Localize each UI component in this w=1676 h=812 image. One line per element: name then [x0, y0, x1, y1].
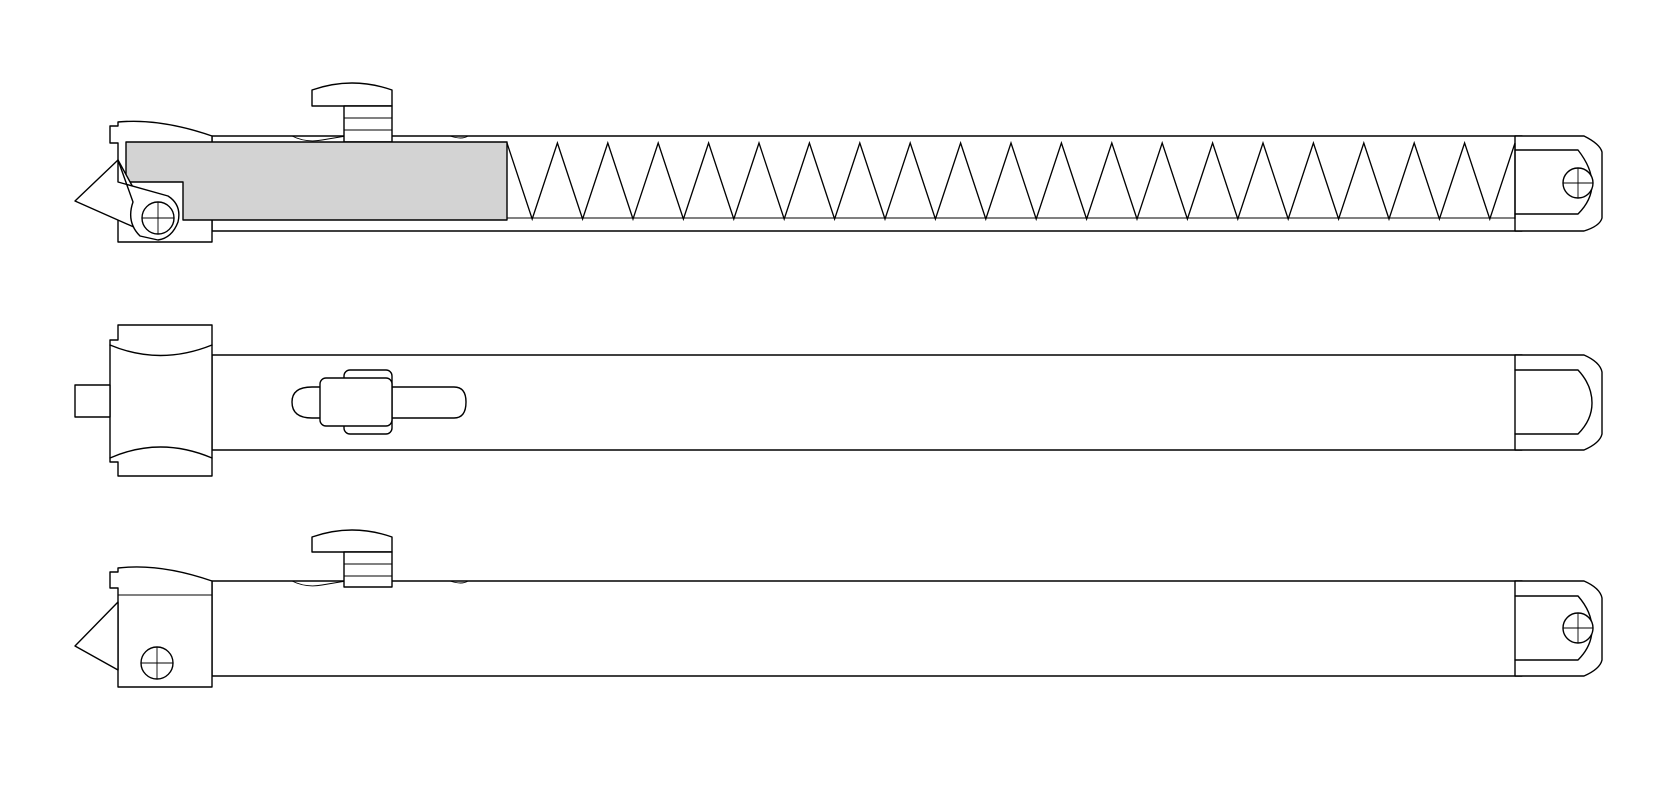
pivot-screw-icon	[141, 201, 175, 235]
slider-recess-side	[291, 580, 469, 587]
slider-grip-inner	[319, 377, 393, 427]
compression-spring	[506, 140, 1516, 222]
front-screw-icon	[140, 646, 174, 680]
end-cap-top	[1514, 354, 1603, 451]
front-block-side	[109, 566, 213, 688]
end-cap-side	[1514, 580, 1603, 677]
end-cap-screw-icon	[1562, 167, 1594, 199]
slider-recess	[291, 135, 469, 142]
blade-carrier	[125, 141, 508, 221]
front-block-top-concave	[109, 344, 213, 459]
front-block-top	[109, 324, 213, 477]
section-side-view	[74, 82, 1603, 243]
tube-body-side	[211, 580, 1523, 677]
blade-tip-side	[74, 601, 119, 671]
end-cap-side-screw-icon	[1562, 612, 1594, 644]
top-view	[74, 324, 1603, 477]
end-cap-top-inner	[1514, 369, 1593, 435]
nose-stub	[74, 384, 111, 418]
end-cap	[1514, 135, 1603, 232]
thumb-slider	[311, 82, 393, 143]
exterior-side-view	[74, 529, 1603, 688]
thumb-slider-side	[311, 529, 393, 588]
